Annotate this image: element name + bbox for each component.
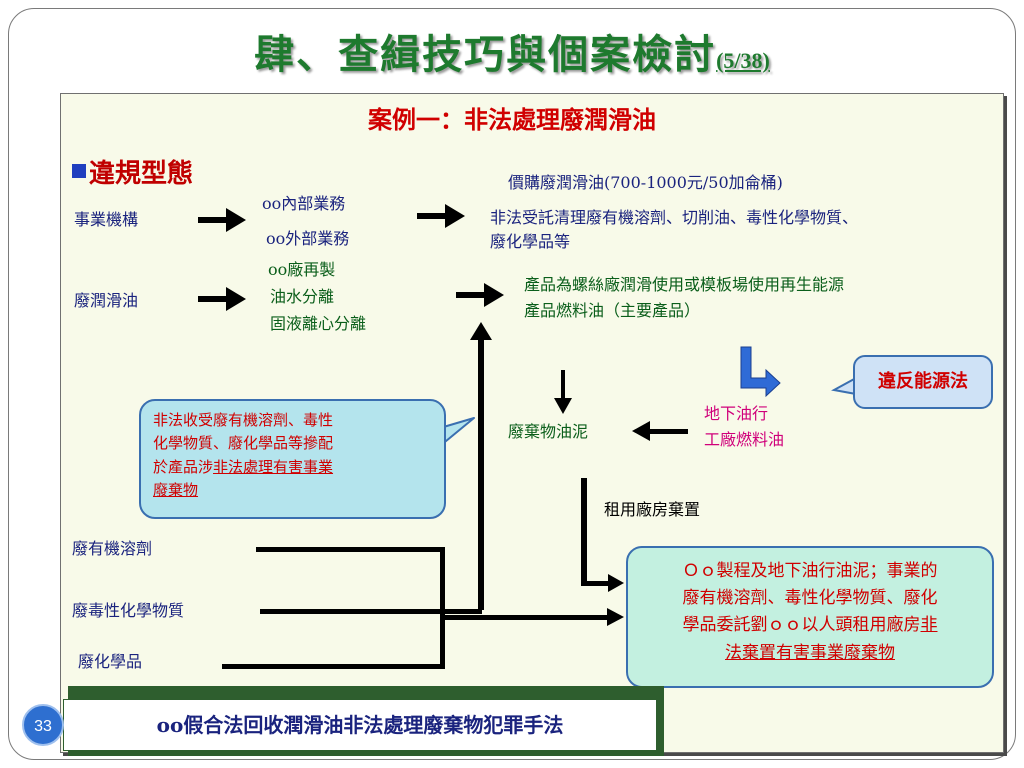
right-bubble-line-1: Ｏｏ製程及地下油行油泥；事業的	[682, 561, 938, 581]
left-bubble-line-3-underline: 非法處理有害事業	[213, 457, 334, 476]
square-bullet-icon	[72, 164, 86, 178]
row1-result-2: 廢化學品等	[490, 232, 571, 251]
underground-line-2: 工廠燃料油	[704, 430, 785, 449]
row2-middle-3: 固液離心分離	[270, 314, 367, 333]
right-bubble-line-2: 廢有機溶劑、毒性化學物質、廢化	[682, 588, 938, 609]
case-title: 案例一：非法處理廢潤滑油	[368, 105, 656, 134]
right-bubble-line-3: 學品委託劉ｏｏ以人頭租用廠房非	[640, 612, 980, 639]
section-heading-text: 違規型態	[89, 159, 194, 189]
row1-middle-1: oo內部業務	[262, 194, 346, 213]
violation-bubble: 違反能源法	[853, 355, 993, 409]
left-bubble-line-1: 非法收受廢有機溶劑、毒性	[153, 411, 334, 429]
price-note: 價購廢潤滑油(700-1000元/50加侖桶)	[508, 173, 783, 192]
row2-result-1: 產品為螺絲廠潤滑使用或模板場使用再生能源	[524, 275, 845, 294]
left-bubble-line-3: 於產品涉非法處理有害事業	[153, 456, 432, 479]
left-bubble-line-2: 化學物質、廢化學品等摻配	[153, 434, 334, 453]
row2-middle-1: oo廠再製	[268, 260, 336, 279]
row2-middle-2: 油水分離	[270, 287, 335, 306]
waste-item-chemical: 廢化學品	[78, 652, 143, 671]
sludge-label: 廢棄物油泥	[508, 422, 589, 441]
right-callout-bubble: Ｏｏ製程及地下油行油泥；事業的 廢有機溶劑、毒性化學物質、廢化 學品委託劉ｏｏ以…	[626, 546, 994, 688]
underground-line-1: 地下油行	[704, 404, 769, 423]
page-title-counter: (5/38)	[716, 48, 770, 73]
right-bubble-line-4: 法棄置有害事業廢棄物	[725, 642, 895, 663]
row2-source: 廢潤滑油	[74, 291, 139, 310]
page-title-main: 肆、查緝技巧與個案檢討	[254, 31, 717, 78]
right-bubble-line-3-plain: 學品委託劉ｏｏ以人頭租用廠房	[682, 615, 921, 636]
right-bubble-line-3-underline: 非	[920, 615, 938, 636]
left-callout-bubble: 非法收受廢有機溶劑、毒性 化學物質、廢化學品等摻配 於產品涉非法處理有害事業 廢…	[139, 399, 446, 519]
row2-result-2: 產品燃料油（主要產品）	[524, 301, 701, 320]
page-number-badge: 33	[22, 704, 64, 746]
waste-item-solvent: 廢有機溶劑	[72, 539, 153, 558]
row1-source: 事業機構	[74, 210, 139, 229]
row1-result-1: 非法受託清理廢有機溶劑、切削油、毒性化學物質、	[490, 208, 859, 227]
row1-middle-2: oo外部業務	[266, 229, 350, 248]
rent-note: 租用廠房棄置	[604, 500, 701, 519]
left-bubble-line-4: 廢棄物	[153, 480, 199, 499]
waste-item-toxic: 廢毒性化學物質	[72, 601, 185, 620]
section-heading: 違規型態	[72, 156, 193, 192]
footer-caption: oo假合法回收潤滑油非法處理廢棄物犯罪手法	[63, 699, 657, 751]
page-title: 肆、查緝技巧與個案檢討(5/38)	[0, 22, 1024, 80]
left-bubble-line-3-plain: 於產品涉	[153, 457, 214, 476]
